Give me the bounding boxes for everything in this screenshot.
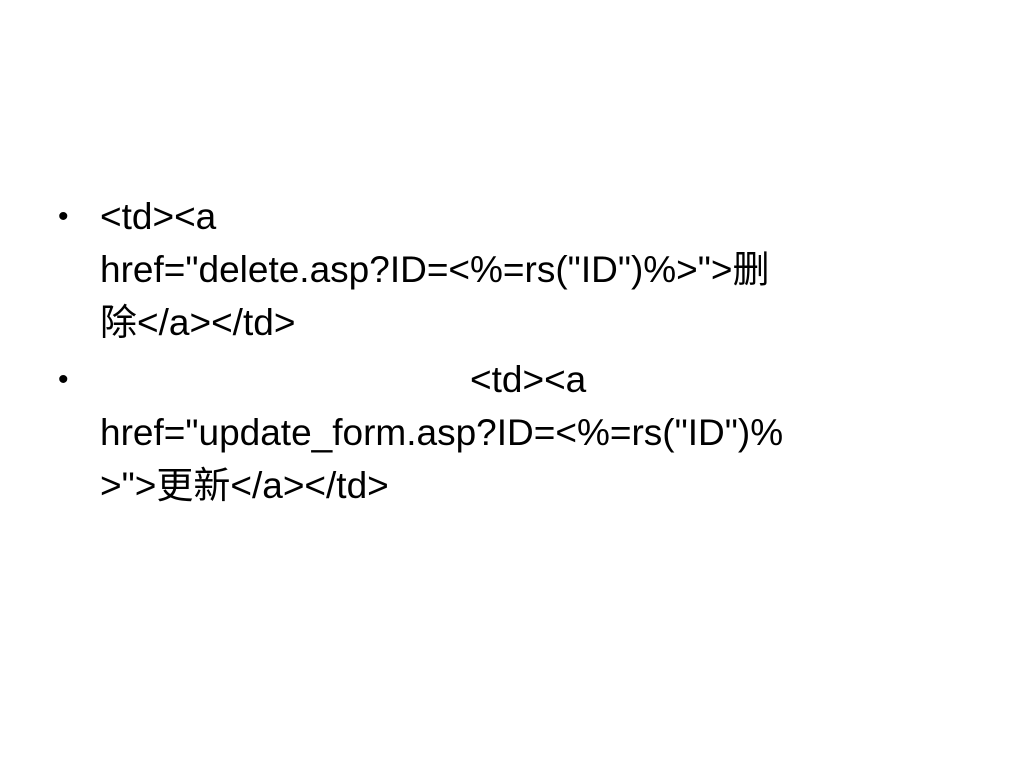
code-line: 除</a></td> [100,302,296,343]
bullet-list: • <td><a href="delete.asp?ID=<%=rs("ID")… [58,190,958,516]
code-line: >">更新</a></td> [100,465,389,506]
bullet-marker: • [58,200,69,233]
code-line: href="delete.asp?ID=<%=rs("ID")%>">删 [100,249,770,290]
bullet-update-link-code: • <td><a href="update_form.asp?ID=<%=rs(… [58,353,958,512]
code-line: <td><a [100,196,217,237]
code-line: <td><a [470,359,587,400]
code-line: href="update_form.asp?ID=<%=rs("ID")% [100,412,784,453]
bullet-marker: • [58,363,69,396]
bullet-delete-link-code: • <td><a href="delete.asp?ID=<%=rs("ID")… [58,190,958,349]
